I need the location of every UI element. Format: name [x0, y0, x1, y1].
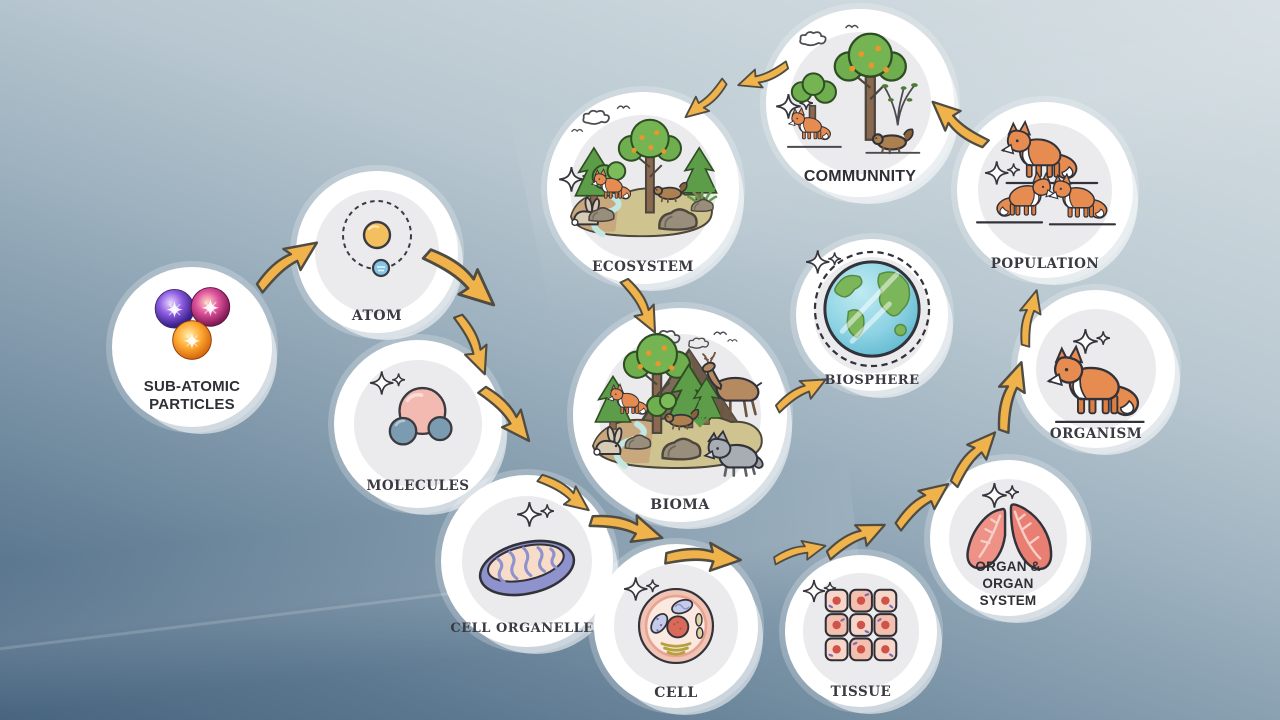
flow-arrow: [818, 510, 894, 565]
flow-arrow: [937, 419, 1008, 492]
flow-arrow: [661, 535, 746, 578]
node-label: SUB-ATOMIC PARTICLES: [143, 377, 241, 414]
node-label: POPULATION: [990, 256, 1100, 273]
flow-arrow: [585, 499, 671, 556]
molecule-icon: [388, 386, 453, 446]
node-label: ATOM: [351, 307, 403, 324]
three-foxes-icon: [975, 120, 1116, 226]
node-sub-atomic-particles: SUB-ATOMIC PARTICLES: [112, 267, 272, 427]
flow-arrow: [533, 462, 600, 523]
flow-arrow: [448, 307, 500, 383]
tissue-grid-icon: [824, 588, 898, 662]
node-label: CELL: [654, 684, 698, 701]
node-organism: ORGANISM: [1017, 290, 1175, 448]
lungs-icon: [966, 503, 1053, 571]
flow-arrow: [615, 270, 669, 341]
forest-scene-icon: [569, 105, 718, 238]
cell-icon: [637, 587, 715, 665]
node-tissue: TISSUE: [785, 555, 937, 707]
node-communnity: COMMUNNITY: [766, 9, 954, 197]
community-scene-icon: [786, 24, 921, 155]
node-label: ECOSYSTEM: [592, 259, 694, 276]
biome-scene-icon: [591, 329, 765, 477]
flow-arrow: [767, 366, 834, 417]
node-label: ORGAN & ORGAN SYSTEM: [975, 559, 1041, 609]
node-label: ORGANISM: [1049, 426, 1143, 443]
node-biosphere: BIOSPHERE: [796, 239, 948, 391]
node-cell-organelles: CELL ORGANELLES: [441, 475, 613, 647]
node-bioma: BIOMA: [573, 308, 787, 522]
flow-arrow: [884, 470, 960, 537]
node-label: BIOMA: [650, 496, 710, 513]
flow-arrow: [416, 232, 510, 322]
flow-arrow: [919, 88, 994, 161]
mitochondrion-icon: [478, 539, 576, 597]
earth-globe-icon: [813, 250, 931, 368]
flow-arrow: [982, 353, 1038, 437]
flow-arrow: [732, 56, 795, 97]
node-cell: CELL: [594, 544, 758, 708]
flow-arrow: [769, 533, 831, 569]
node-molecules: MOLECULES: [334, 340, 502, 508]
node-label: TISSUE: [830, 684, 892, 701]
atom-icon: [342, 200, 412, 278]
flow-arrow: [472, 374, 544, 454]
node-population: POPULATION: [957, 102, 1133, 278]
node-ecosystem: ECOSYSTEM: [547, 92, 739, 284]
flow-arrow: [676, 74, 737, 129]
node-atom: ATOM: [296, 171, 458, 333]
fox-icon: [1047, 345, 1145, 424]
node-label: CELL ORGANELLES: [450, 620, 604, 636]
flow-arrow: [244, 227, 329, 300]
node-label: COMMUNNITY: [803, 168, 917, 185]
sparkle-icon: [516, 501, 555, 528]
node-label: BIOSPHERE: [824, 372, 920, 388]
flow-arrow: [1008, 284, 1050, 351]
node-label: MOLECULES: [366, 478, 470, 495]
three-particle-orbs-icon: [154, 287, 231, 360]
